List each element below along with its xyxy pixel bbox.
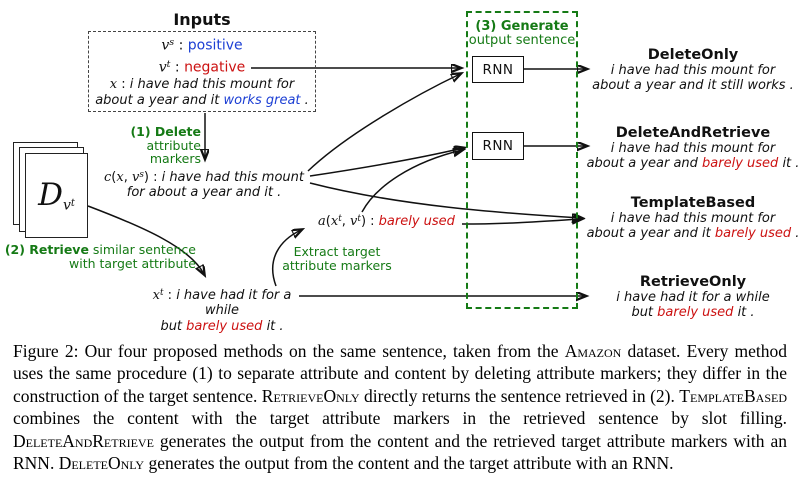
step1-delete-label: (1) Delete attribute markers bbox=[95, 125, 201, 166]
arrow-content-to-rnn1 bbox=[307, 74, 460, 172]
output-line1: i have had it for a while bbox=[616, 290, 770, 305]
arrow-content-to-rnn2 bbox=[309, 148, 463, 177]
step3-line2: output sentence bbox=[468, 33, 576, 48]
arrow-corpus-to-xt bbox=[87, 205, 204, 274]
extract-line1: Extract target bbox=[293, 244, 381, 259]
step3-line1: (3) Generate bbox=[475, 19, 569, 34]
output-line1: i have had this mount for bbox=[610, 141, 776, 156]
retrieved-line2: but barely used it . bbox=[160, 318, 284, 334]
output-deleteandretrieve: DeleteAndRetrieve i have had this mount … bbox=[586, 125, 800, 171]
step2-line1: (2) Retrieve similar sentence bbox=[4, 242, 196, 257]
inputs-title: Inputs bbox=[173, 10, 231, 29]
target-attribute-line: vt : negative bbox=[158, 58, 246, 75]
arrow-xt-to-markers bbox=[271, 230, 301, 287]
content-text: c(x, vs) : i have had this mount for abo… bbox=[95, 168, 313, 201]
output-title: TemplateBased bbox=[630, 195, 756, 211]
output-line2: about a year and it still works . bbox=[592, 78, 794, 93]
input-sentence-line2: about a year and it works great . bbox=[95, 93, 309, 109]
input-sentence-line1: x : i have had this mount for bbox=[109, 76, 295, 92]
output-line1: i have had this mount for bbox=[610, 63, 776, 78]
extract-line2: attribute markers bbox=[282, 257, 392, 273]
output-line2: but barely used it . bbox=[631, 305, 755, 320]
rnn-box-top: RNN bbox=[472, 56, 524, 83]
rnn-box-bottom: RNN bbox=[472, 132, 524, 160]
output-templatebased: TemplateBased i have had this mount for … bbox=[586, 195, 800, 241]
output-line2: about a year and it barely used . bbox=[586, 226, 800, 241]
inputs-box: vs : positive vt : negative x : i have h… bbox=[88, 31, 316, 112]
step3-generate-label: (3) Generate output sentence bbox=[468, 20, 576, 48]
output-line2: about a year and barely used it . bbox=[586, 156, 800, 171]
step1-line1: (1) Delete bbox=[130, 124, 201, 139]
output-deleteonly: DeleteOnly i have had this mount for abo… bbox=[586, 47, 800, 93]
output-title: DeleteOnly bbox=[647, 47, 739, 63]
retrieved-line1: xt : i have had it for a while bbox=[152, 287, 292, 319]
content-line1: c(x, vs) : i have had this mount bbox=[104, 169, 304, 185]
extract-markers-label: Extract target attribute markers bbox=[278, 245, 396, 272]
arrow-markers-to-rnn2 bbox=[361, 150, 462, 213]
arrow-content-to-templatebased bbox=[309, 182, 581, 218]
step2-line2: with target attribute bbox=[69, 255, 196, 271]
method-diagram: Inputs vs : positive vt : negative x : i… bbox=[0, 0, 800, 335]
step2-retrieve-label: (2) Retrieve similar sentence with targe… bbox=[0, 243, 196, 270]
attribute-markers-text: a(xt, vt) : barely used bbox=[318, 214, 455, 229]
arrow-layer bbox=[87, 0, 800, 335]
output-line1: i have had this mount for bbox=[610, 211, 776, 226]
arrow-markers-to-templatebased bbox=[461, 219, 581, 224]
source-attribute-line: vs : positive bbox=[161, 37, 243, 54]
corpus-label: Dvt bbox=[38, 177, 75, 214]
generate-box: (3) Generate output sentence bbox=[466, 11, 578, 309]
retrieved-sentence-text: xt : i have had it for a while but barel… bbox=[138, 286, 306, 334]
output-retrieveonly: RetrieveOnly i have had it for a while b… bbox=[586, 274, 800, 320]
figure-caption: Figure 2: Our four proposed methods on t… bbox=[13, 341, 787, 474]
output-title: RetrieveOnly bbox=[639, 274, 747, 290]
output-title: DeleteAndRetrieve bbox=[615, 125, 771, 141]
content-line2: for about a year and it . bbox=[126, 185, 282, 201]
corpus-page-front: Dvt bbox=[25, 153, 88, 238]
step1-line2: attribute markers bbox=[146, 137, 201, 166]
